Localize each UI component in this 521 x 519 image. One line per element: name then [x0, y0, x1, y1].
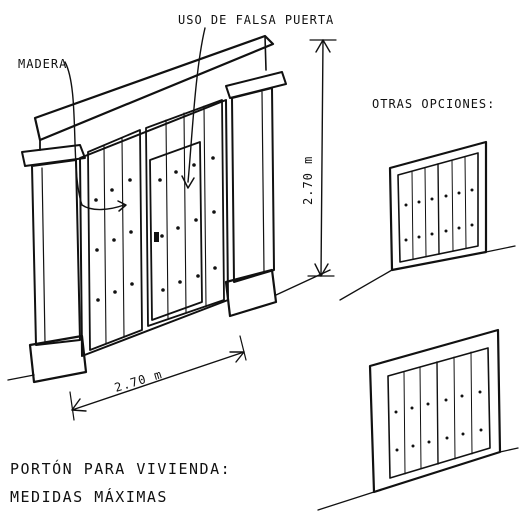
wicket-door — [149, 141, 203, 321]
right-column — [231, 87, 275, 283]
width-dimension — [69, 335, 247, 421]
right-capital — [225, 71, 287, 99]
ground-line — [7, 269, 331, 381]
height-dimension — [307, 39, 337, 277]
label-height: 2.70 m — [301, 156, 315, 205]
option-door-2 — [317, 328, 519, 511]
door-handle — [154, 232, 159, 242]
right-column-base — [224, 268, 278, 318]
madera-arrow — [64, 61, 125, 211]
falsa-puerta-arrow — [187, 27, 206, 183]
annotation-arrows — [64, 27, 206, 212]
door-leaf-right — [145, 99, 225, 327]
left-capital — [21, 144, 86, 167]
door-leaf-left — [87, 129, 143, 351]
left-column-base — [28, 334, 88, 384]
right-column-line — [261, 91, 265, 273]
caption-line-1: PORTÓN PARA VIVIENDA: — [10, 459, 231, 478]
main-door-drawing — [7, 34, 331, 384]
option2-inner-frame — [387, 347, 491, 479]
lintel-right-edge — [264, 35, 267, 71]
option1-leaves — [397, 152, 479, 263]
madera-arrowhead — [117, 200, 127, 212]
caption-line-2: MEDIDAS MÁXIMAS — [10, 487, 168, 506]
left-column — [31, 159, 81, 346]
option-door-1 — [339, 140, 516, 301]
label-wood: MADERA — [18, 57, 67, 71]
label-width: 2.70 m — [113, 367, 164, 395]
label-false-door-use: USO DE FALSA PUERTA — [178, 13, 334, 27]
door-nails — [94, 156, 217, 302]
door-frame — [79, 99, 229, 357]
falsa-puerta-arrowhead — [181, 175, 195, 189]
door-planks — [103, 105, 207, 345]
option2-planks — [403, 351, 473, 475]
option1-planks — [411, 156, 467, 260]
left-column-line — [41, 167, 46, 343]
lintel-beam — [33, 34, 275, 142]
label-other-options: OTRAS OPCIONES: — [372, 97, 495, 111]
